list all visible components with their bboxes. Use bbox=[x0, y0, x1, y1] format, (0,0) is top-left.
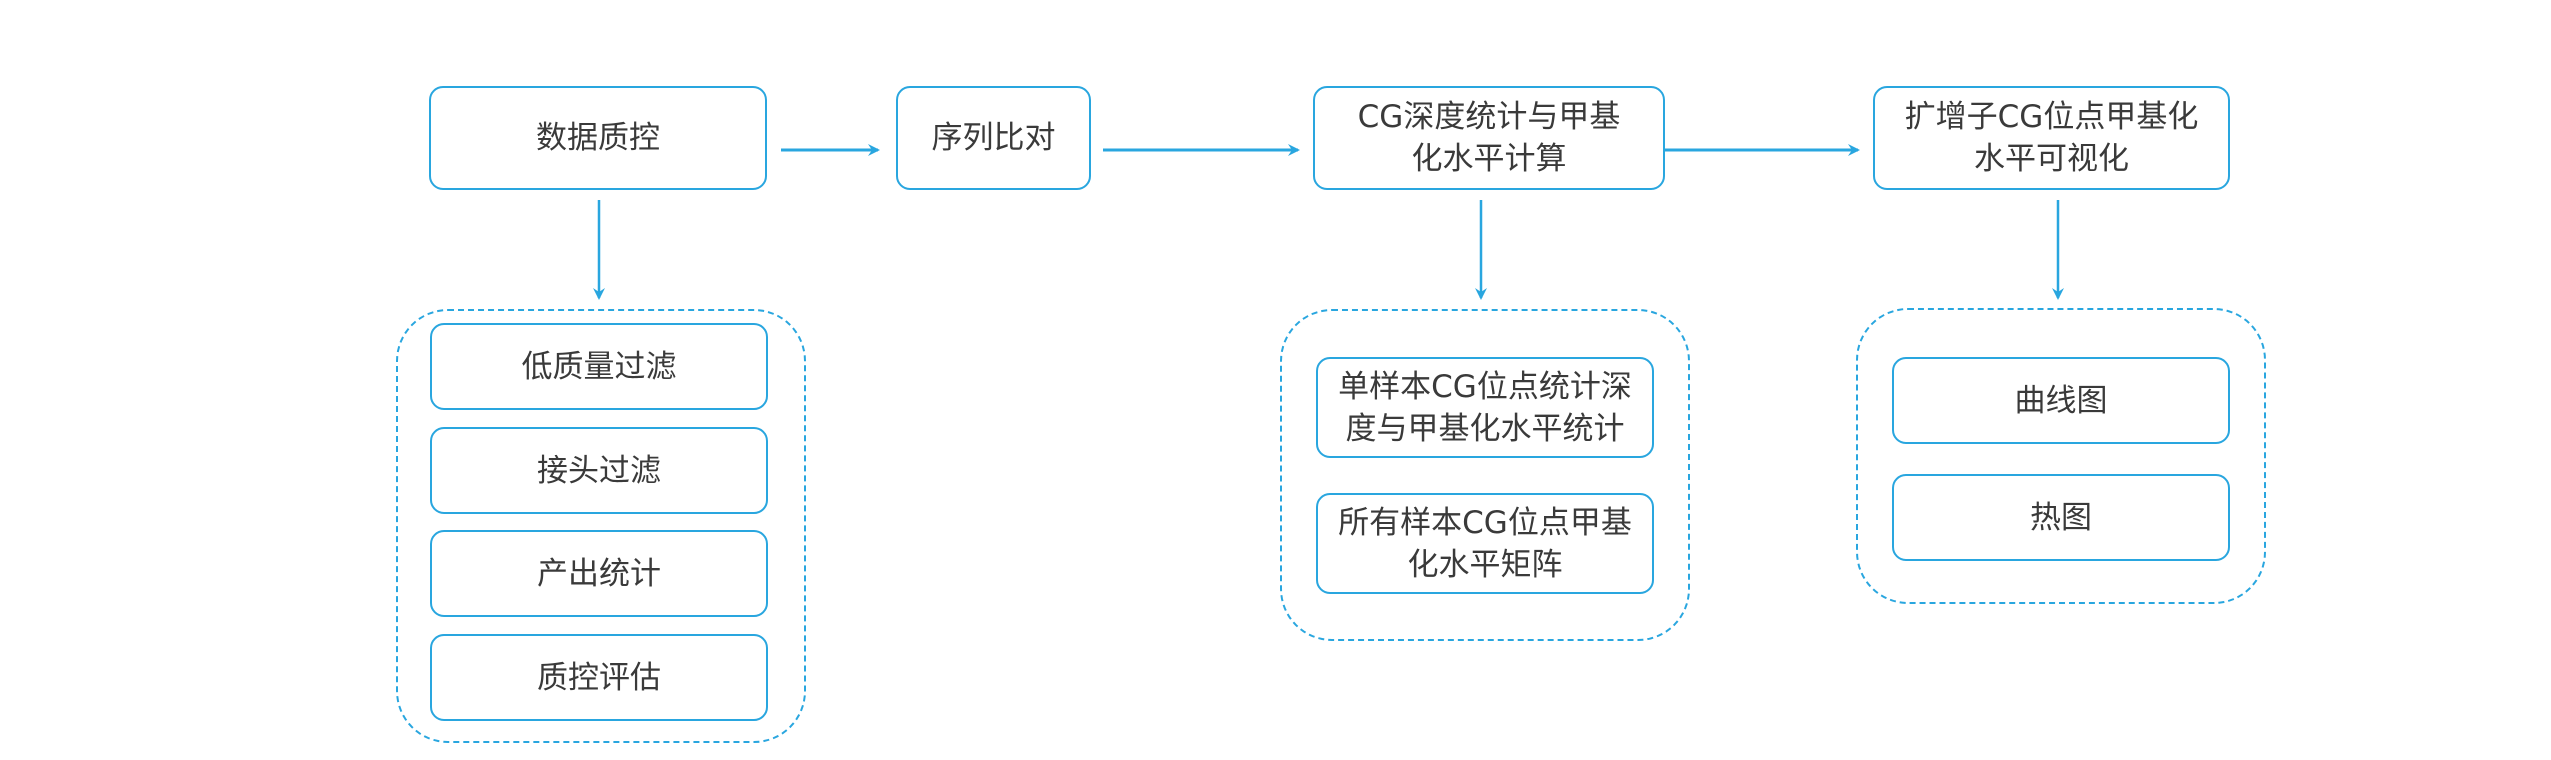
substep-label: 热图 bbox=[2030, 499, 2092, 536]
substep-qc-evaluation: 质控评估 bbox=[430, 634, 768, 721]
step-cg-depth-methylation-calc: CG深度统计与甲基化水平计算 bbox=[1313, 86, 1665, 190]
substep-label: 产出统计 bbox=[537, 555, 661, 592]
step-label: CG深度统计与甲基化水平计算 bbox=[1357, 99, 1621, 177]
step-label: 数据质控 bbox=[536, 120, 660, 156]
step-data-qc: 数据质控 bbox=[429, 86, 767, 190]
step-label: 扩增子CG位点甲基化水平可视化 bbox=[1904, 99, 2199, 177]
substep-label: 质控评估 bbox=[537, 659, 661, 696]
substep-label: 所有样本CG位点甲基化水平矩阵 bbox=[1338, 504, 1632, 583]
substep-label: 单样本CG位点统计深度与甲基化水平统计 bbox=[1338, 368, 1632, 447]
substep-label: 曲线图 bbox=[2014, 382, 2108, 419]
step-sequence-alignment: 序列比对 bbox=[896, 86, 1091, 190]
substep-output-statistics: 产出统计 bbox=[430, 530, 768, 617]
step-label: 序列比对 bbox=[931, 120, 1056, 156]
substep-line-chart: 曲线图 bbox=[1892, 357, 2230, 444]
step-amplicon-methylation-visualization: 扩增子CG位点甲基化水平可视化 bbox=[1873, 86, 2230, 190]
qc-substeps-group bbox=[396, 309, 806, 743]
cg-calc-substeps-group bbox=[1280, 309, 1690, 641]
substep-low-quality-filter: 低质量过滤 bbox=[430, 323, 768, 410]
substep-label: 低质量过滤 bbox=[521, 348, 677, 385]
substep-heatmap: 热图 bbox=[1892, 474, 2230, 561]
viz-substeps-group bbox=[1856, 308, 2266, 604]
substep-adapter-filter: 接头过滤 bbox=[430, 427, 768, 514]
substep-all-samples-methylation-matrix: 所有样本CG位点甲基化水平矩阵 bbox=[1316, 493, 1654, 594]
substep-single-sample-cg-stats: 单样本CG位点统计深度与甲基化水平统计 bbox=[1316, 357, 1654, 458]
substep-label: 接头过滤 bbox=[537, 452, 661, 489]
